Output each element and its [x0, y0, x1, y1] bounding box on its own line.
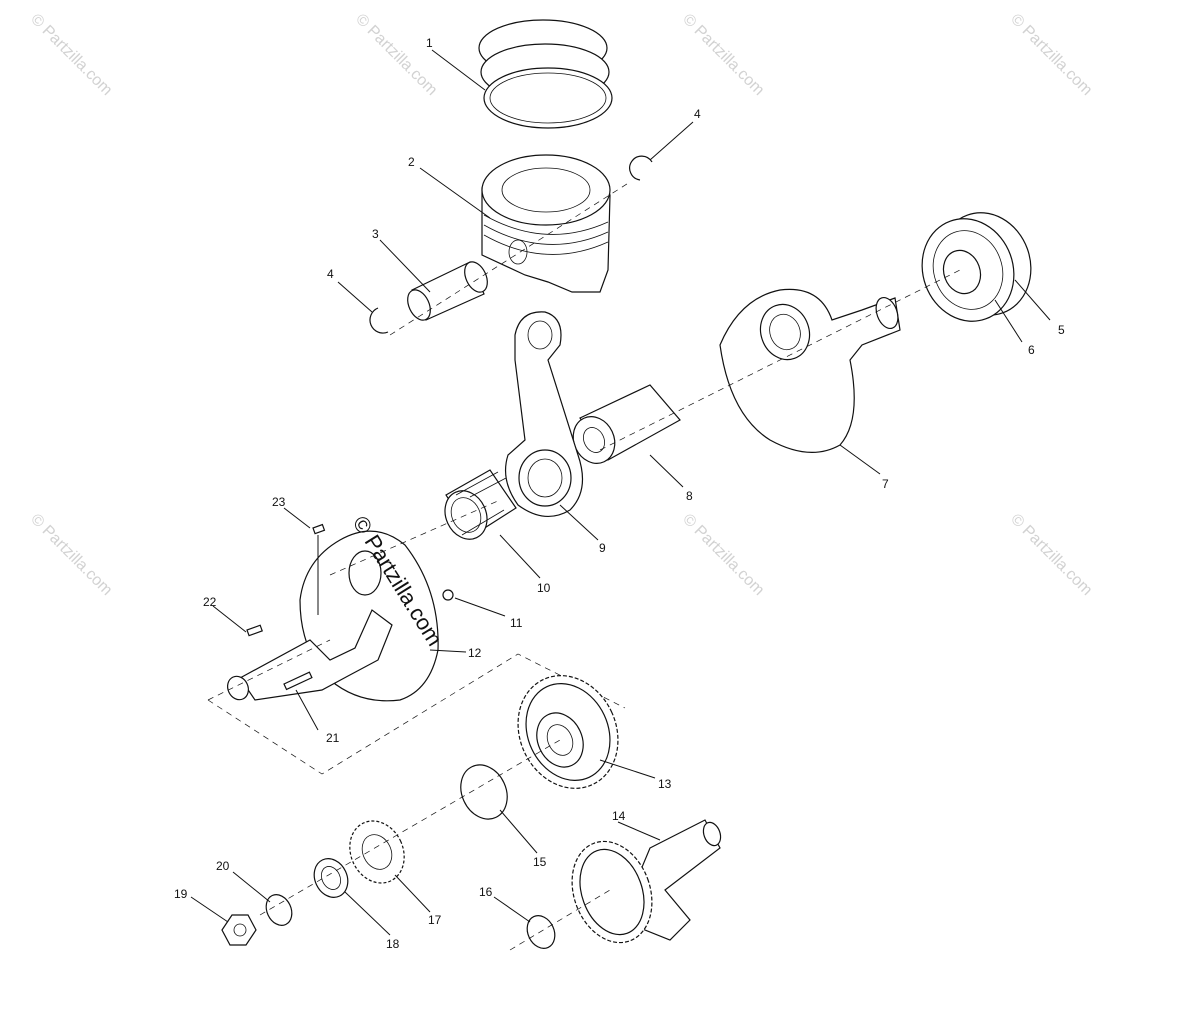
callout-9: 9 [599, 541, 606, 555]
pin-21 [283, 671, 313, 691]
watermark-top-center-right: © Partzilla.com [679, 11, 767, 99]
watermark-top-left: © Partzilla.com [27, 11, 115, 99]
needle-bearing [444, 469, 517, 540]
piston [481, 154, 611, 293]
callout-16: 16 [479, 885, 493, 899]
callout-12: 12 [468, 646, 482, 660]
callout-22: 22 [203, 595, 217, 609]
callout-13: 13 [658, 777, 672, 791]
piston-pin [407, 261, 488, 321]
circlip-upper [629, 155, 653, 181]
watermark-mid-right: © Partzilla.com [1007, 511, 1095, 599]
callout-labels: 1 2 3 4 4 5 6 7 8 9 10 11 12 13 14 15 16… [174, 36, 1065, 951]
callout-10: 10 [537, 581, 551, 595]
callout-1: 1 [426, 36, 433, 50]
drive-gear [517, 675, 619, 789]
callout-4-lower: 4 [327, 267, 334, 281]
callout-18: 18 [386, 937, 400, 951]
key-22 [246, 624, 263, 637]
watermark-mid-center-right: © Partzilla.com [679, 511, 767, 599]
collar [313, 858, 349, 898]
callout-11: 11 [510, 616, 523, 630]
leader-lines [190, 49, 1051, 936]
callout-23: 23 [272, 495, 286, 509]
shim [460, 764, 508, 820]
callout-3: 3 [372, 227, 379, 241]
callout-21: 21 [326, 731, 340, 745]
callout-17: 17 [428, 913, 442, 927]
crankshaft-left-half [227, 530, 439, 702]
callout-4-upper: 4 [694, 107, 701, 121]
sprocket [349, 820, 405, 884]
watermark-top-right: © Partzilla.com [1007, 11, 1095, 99]
callout-20: 20 [216, 859, 230, 873]
assembly-bracket [207, 653, 626, 775]
callout-6: 6 [1028, 343, 1035, 357]
callout-8: 8 [686, 489, 693, 503]
watermark-top-center-left: © Partzilla.com [352, 11, 440, 99]
callout-14: 14 [612, 809, 626, 823]
connecting-rod [505, 311, 584, 517]
piston-rings [478, 19, 613, 129]
ball [442, 589, 454, 601]
callout-7: 7 [882, 477, 889, 491]
callout-19: 19 [174, 887, 188, 901]
callout-15: 15 [533, 855, 547, 869]
washer-16 [526, 915, 556, 949]
nut [221, 914, 257, 946]
circlip-lower [369, 307, 389, 334]
watermark-mid-left: © Partzilla.com [27, 511, 115, 599]
key-23 [312, 523, 326, 535]
balancer-shaft [571, 819, 722, 944]
callout-5: 5 [1058, 323, 1065, 337]
washer-20 [265, 894, 293, 926]
crank-pin [572, 384, 681, 464]
crankshaft-right-half [719, 288, 901, 454]
callout-2: 2 [408, 155, 415, 169]
main-bearing [921, 212, 1032, 322]
